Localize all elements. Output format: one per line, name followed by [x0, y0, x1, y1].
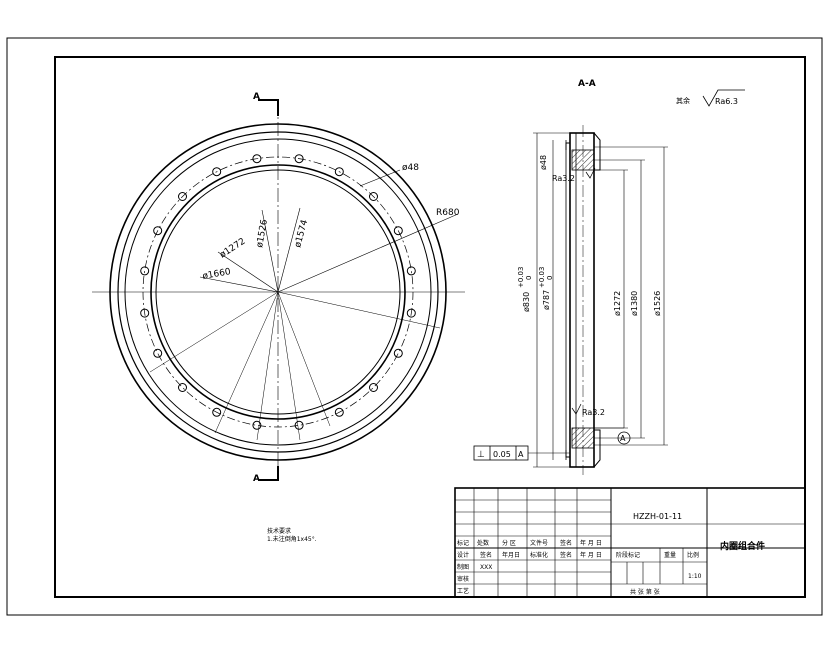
label-standard-date: 年 月 日 [580, 551, 602, 559]
dim-d787-tol-low: 0 [546, 276, 554, 280]
leader-lower-5 [277, 291, 331, 427]
bolt-hole [140, 266, 150, 276]
section-marker-top [258, 99, 279, 116]
dim-d1660-front: ø1660 [202, 267, 232, 282]
label-count: 处数 [477, 539, 489, 547]
bolt-hole [140, 308, 150, 318]
surface-finish-value: Ra6.3 [715, 97, 738, 106]
section-label-top: A [253, 92, 260, 102]
leader-lower-1 [149, 291, 279, 373]
part-name: 内圈组合件 [720, 540, 765, 552]
notes-title: 技术要求 [267, 527, 291, 535]
bolt-hole [294, 154, 304, 164]
bolt-hole [406, 308, 416, 318]
bolt-hole [153, 348, 163, 358]
surface-finish-symbol [702, 89, 745, 107]
label-design-sign: 签名 [480, 551, 492, 559]
tolerance-datum: A [518, 450, 524, 459]
bolt-hole [178, 383, 187, 392]
dim-d1380-section: ø1380 [630, 291, 639, 316]
inner-frame [54, 56, 806, 598]
bolt-holes [140, 154, 416, 430]
title-block-frame [454, 487, 806, 598]
bolt-hole [334, 167, 344, 177]
bolt-hole [393, 226, 403, 236]
label-weight: 重量 [664, 551, 676, 559]
outer-border [6, 37, 823, 616]
dim-d1272-front: ø1272 [218, 237, 247, 261]
label-standard: 标准化 [530, 551, 548, 559]
leader-lower-4 [277, 291, 301, 441]
dim-d1526-front: ø1526 [255, 219, 270, 249]
leader-r680 [277, 213, 459, 293]
dim-d1526-section: ø1526 [653, 291, 662, 316]
section-marker-bottom [258, 466, 279, 481]
bolt-hole [178, 192, 187, 201]
section-title: A-A [578, 79, 596, 89]
label-design-date: 年月日 [502, 551, 520, 559]
tolerance-value: 0.05 [493, 450, 511, 459]
bolt-hole [406, 266, 416, 276]
leader-lower-2 [214, 291, 279, 434]
label-stage: 阶段标记 [616, 551, 640, 559]
label-date: 年 月 日 [580, 539, 602, 547]
leader-d1574 [277, 207, 301, 293]
leader-d1660 [199, 276, 279, 293]
bolt-hole [252, 154, 262, 164]
ring-profile [569, 132, 595, 468]
dim-radius: R680 [436, 208, 460, 218]
label-file: 文件号 [530, 539, 548, 547]
dim-d830: ø830 [522, 292, 531, 312]
leader-d1526 [261, 209, 279, 293]
dim-d787-tol: +0.03 [538, 267, 546, 288]
bolt-hole [334, 407, 344, 417]
bolt-hole [252, 420, 262, 430]
bolt-hole [393, 348, 403, 358]
bolt-hole [294, 420, 304, 430]
notes-line-1: 1.未注倒角1x45°. [267, 535, 317, 543]
dim-hole-diameter: ø48 [402, 163, 419, 173]
label-mark: 标记 [457, 539, 469, 547]
section-label-bottom: A [253, 474, 260, 484]
dim-d830-tol: +0.03 [517, 267, 525, 288]
label-draw: 制图 [457, 563, 469, 571]
dim-d830-tol-low: 0 [525, 276, 533, 280]
leader-lower-3 [256, 291, 279, 441]
label-design: 设计 [457, 551, 469, 559]
label-signature: 签名 [560, 539, 572, 547]
label-scale: 比例 [687, 551, 699, 559]
label-standard-sign: 签名 [560, 551, 572, 559]
roughness-bottom: Ra3.2 [582, 408, 605, 417]
front-view: A A ø48 R680 ø1526 ø1574 ø1272 ø1660 [92, 92, 465, 484]
surface-finish-prefix: 其余 [676, 96, 690, 105]
section-view: A-A 其余 Ra6.3 ø830 +0.03 0 ø787 +0.03 0 [473, 79, 745, 475]
value-draw: XXX [480, 564, 492, 571]
label-check: 审核 [457, 575, 469, 583]
tolerance-symbol: ⊥ [477, 450, 485, 460]
dim-d787: ø787 [542, 290, 551, 310]
roughness-symbol-bottom [571, 403, 582, 415]
bolt-hole [212, 167, 222, 177]
roughness-symbol-top [585, 167, 596, 179]
value-scale: 1:10 [688, 573, 702, 580]
sheet-count: 共 张 第 张 [630, 588, 660, 596]
bolt-hole [212, 407, 222, 417]
label-process: 工艺 [457, 587, 469, 595]
dim-d1272-section: ø1272 [613, 291, 622, 316]
datum-label: A [620, 434, 626, 443]
leader-d1272 [217, 251, 279, 293]
leader-lower-6 [277, 291, 441, 329]
title-block: HZZH-01-11 内圈组合件 标记 处数 分 区 文件号 签名 年 月 日 … [454, 487, 806, 598]
roughness-top: Ra3.2 [552, 174, 575, 183]
leader-hole [359, 169, 401, 187]
bolt-hole [369, 383, 378, 392]
drawing-number: HZZH-01-11 [633, 512, 682, 521]
dim-d48-section: ø48 [539, 155, 548, 170]
datum-circle [617, 431, 631, 445]
bolt-hole [153, 226, 163, 236]
revision-grid [455, 488, 805, 597]
bolt-hole [369, 192, 378, 201]
label-zone: 分 区 [502, 539, 516, 547]
